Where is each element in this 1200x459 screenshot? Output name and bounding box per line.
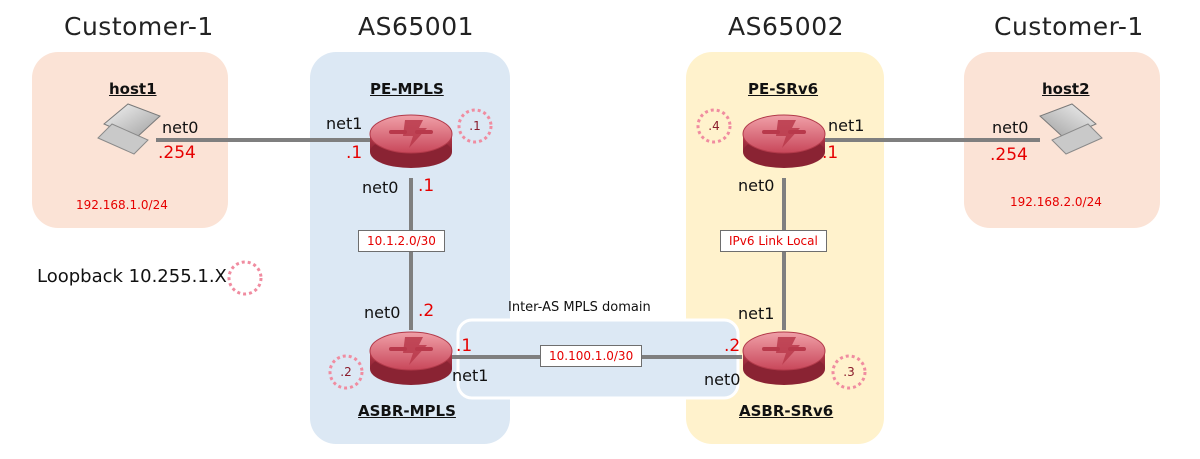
loopback-legend-text: Loopback 10.255.1.X xyxy=(37,266,227,287)
inter-as-domain-label: Inter-AS MPLS domain xyxy=(508,300,651,315)
pe-mpls-net1-address: .1 xyxy=(346,143,363,163)
host1-address: .254 xyxy=(158,143,196,163)
asbr-mpls-loopback-badge: .2 xyxy=(328,354,364,390)
pe-srv6-router-icon xyxy=(741,113,827,170)
pe-mpls-name: PE-MPLS xyxy=(370,80,444,98)
asbr-mpls-name: ASBR-MPLS xyxy=(358,402,456,420)
pe-mpls-net1-label: net1 xyxy=(326,114,363,133)
asbr-mpls-net0-label: net0 xyxy=(364,303,401,322)
loopback-legend-badge-icon xyxy=(227,260,263,296)
svg-text:.2: .2 xyxy=(340,365,351,379)
host1-net0-label: net0 xyxy=(162,118,199,137)
host2-address: .254 xyxy=(990,145,1028,165)
pe-srv6-name: PE-SRv6 xyxy=(748,80,819,98)
svg-text:.4: .4 xyxy=(708,119,719,133)
pe-srv6-net1-address: .1 xyxy=(822,143,839,163)
srv6-internal-link-label: IPv6 Link Local xyxy=(720,230,827,252)
pe-mpls-net0-label: net0 xyxy=(362,178,399,197)
asbr-srv6-loopback-badge: .3 xyxy=(831,354,867,390)
as65002-header: AS65002 xyxy=(728,12,844,41)
left-customer-header: Customer-1 xyxy=(64,12,214,41)
pe-srv6-loopback-badge: .4 xyxy=(696,108,732,144)
svg-text:.3: .3 xyxy=(843,365,854,379)
host1-name: host1 xyxy=(109,80,157,98)
asbr-srv6-name: ASBR-SRv6 xyxy=(739,402,834,420)
asbr-mpls-router-icon xyxy=(368,330,454,387)
host2-name: host2 xyxy=(1042,80,1090,98)
asbr-srv6-net0-address: .2 xyxy=(724,336,741,356)
pe-asbr-mpls-link-label: 10.1.2.0/30 xyxy=(358,230,445,252)
right-customer-header: Customer-1 xyxy=(994,12,1144,41)
asbr-srv6-net1-label: net1 xyxy=(738,304,775,323)
pe-srv6-net0-label: net0 xyxy=(738,176,775,195)
asbr-srv6-router-icon xyxy=(741,330,827,387)
inter-as-link-label: 10.100.1.0/30 xyxy=(540,345,643,367)
pe-mpls-loopback-badge: .1 xyxy=(457,108,493,144)
asbr-mpls-net1-address: .1 xyxy=(456,336,473,356)
pe-mpls-net0-address: .1 xyxy=(418,176,435,196)
svg-text:.1: .1 xyxy=(469,119,480,133)
asbr-mpls-net1-label: net1 xyxy=(452,366,489,385)
host2-net0-label: net0 xyxy=(992,118,1029,137)
pe-mpls-router-icon xyxy=(368,113,454,170)
host2-network: 192.168.2.0/24 xyxy=(1010,195,1102,209)
as65001-header: AS65001 xyxy=(358,12,474,41)
pe-srv6-net1-label: net1 xyxy=(828,116,865,135)
asbr-mpls-net0-address: .2 xyxy=(418,301,435,321)
host1-network: 192.168.1.0/24 xyxy=(76,198,168,212)
asbr-srv6-net0-label: net0 xyxy=(704,370,741,389)
